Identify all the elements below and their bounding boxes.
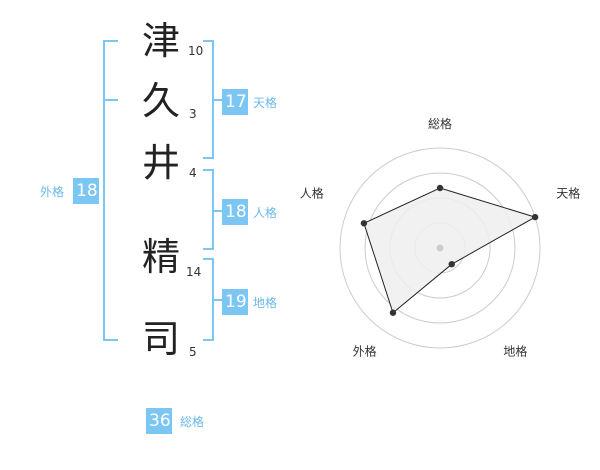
tenkaku-label: 天格 (253, 96, 278, 110)
name-char-1: 津 (141, 19, 180, 63)
radar-point-1 (436, 184, 444, 192)
stroke-count-4: 14 (186, 265, 202, 279)
name-char-5: 司 (141, 317, 180, 361)
chikaku-value-badge: 19 (222, 289, 248, 315)
gaikaku-bracket (103, 40, 118, 341)
jinkaku-bracket (203, 169, 214, 250)
jinkaku-value-badge: 18 (222, 199, 248, 225)
radar-center-point (436, 244, 444, 252)
radar-point-2 (531, 213, 539, 221)
chikaku-label: 地格 (253, 296, 278, 310)
stroke-count-1: 10 (188, 44, 204, 58)
name-char-4: 精 (141, 235, 180, 279)
radar-point-3 (448, 260, 455, 268)
gaikaku-value-badge: 18 (73, 178, 99, 204)
radar-axis-label-3: 地格 (503, 343, 527, 358)
radar-axis-label-2: 天格 (556, 186, 580, 201)
gaikaku-label: 外格 (40, 185, 65, 199)
stroke-count-2: 3 (189, 107, 197, 121)
radar-ring-4 (339, 147, 541, 349)
radar-point-4 (389, 309, 397, 316)
soukaku-value-badge: 36 (146, 408, 172, 434)
radar-axis-label-1: 総格 (428, 116, 452, 131)
name-char-2: 久 (141, 79, 180, 123)
stroke-count-3: 4 (189, 166, 197, 180)
radar-axis-label-5: 人格 (300, 186, 324, 201)
radar-point-5 (360, 220, 368, 227)
radar-data-polygon (363, 187, 537, 314)
tenkaku-value-badge: 17 (222, 89, 248, 115)
stroke-count-5: 5 (189, 345, 197, 359)
radar-ring-3 (364, 172, 516, 324)
radar-axis-label-4: 外格 (353, 343, 377, 358)
soukaku-label: 総格 (180, 415, 205, 429)
jinkaku-label: 人格 (253, 206, 278, 220)
name-char-3: 井 (141, 141, 180, 185)
